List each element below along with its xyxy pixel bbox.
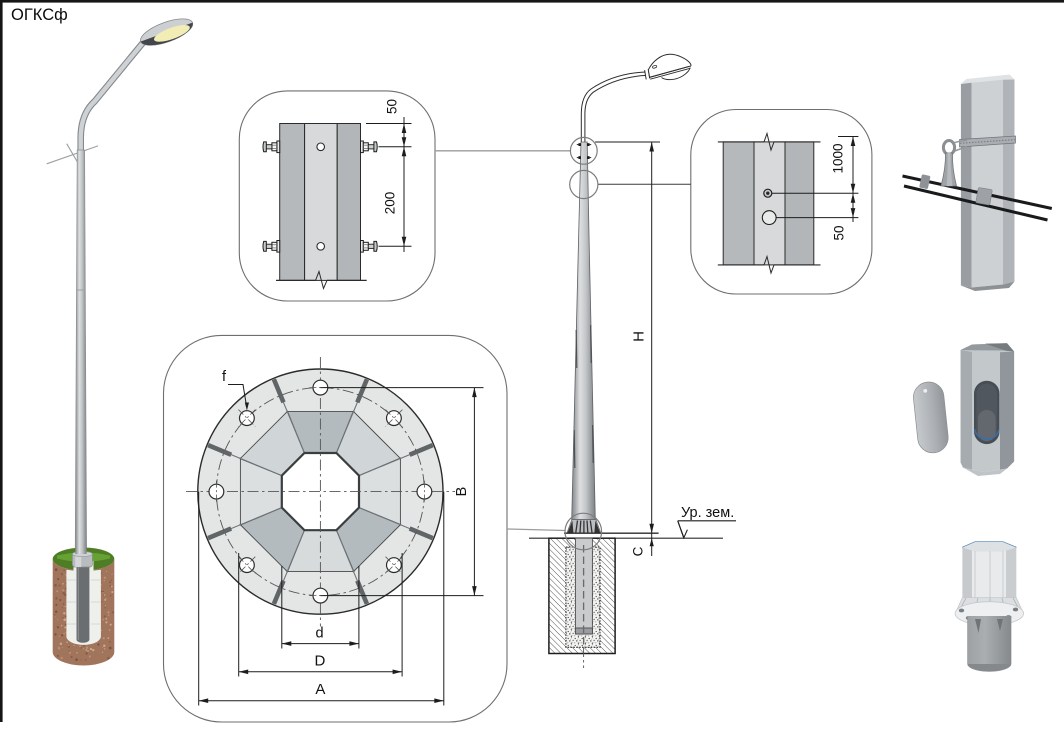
svg-text:50: 50 — [832, 225, 847, 240]
svg-text:d: d — [315, 626, 323, 642]
svg-text:50: 50 — [385, 99, 400, 114]
svg-text:D: D — [314, 652, 325, 669]
svg-text:f: f — [222, 369, 227, 385]
svg-text:Ур. зем.: Ур. зем. — [681, 505, 734, 521]
svg-text:H: H — [631, 331, 648, 342]
svg-text:A: A — [315, 681, 325, 698]
svg-text:ОГКСф: ОГКСф — [11, 6, 68, 24]
svg-text:C: C — [631, 546, 646, 556]
svg-text:200: 200 — [383, 192, 398, 215]
svg-text:1000: 1000 — [831, 143, 846, 173]
svg-text:B: B — [454, 487, 470, 497]
